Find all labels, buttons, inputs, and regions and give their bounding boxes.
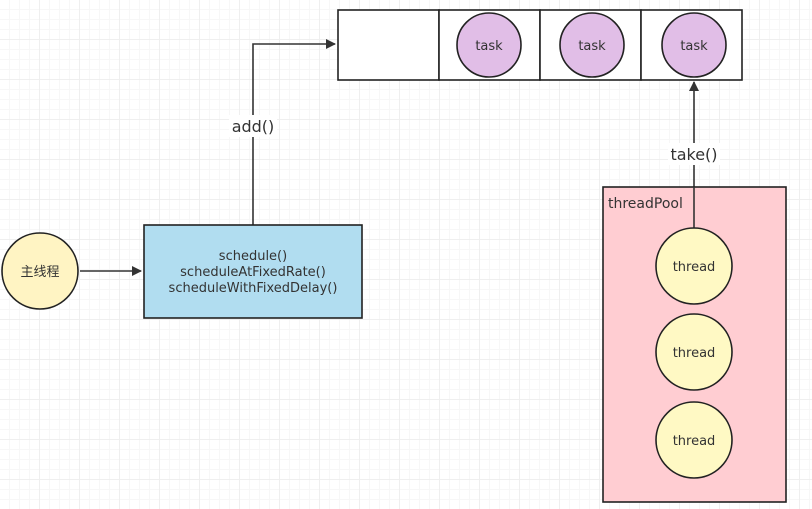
task-circle: [559, 12, 625, 78]
thread-circle: [655, 313, 733, 391]
task-label: task: [680, 39, 708, 54]
scheduler-method-schedule: schedule(): [219, 249, 287, 264]
add-edge-label: add(): [229, 115, 277, 137]
take-label: take(): [670, 145, 717, 164]
thread-label: thread: [673, 434, 716, 449]
thread-pool-title: threadPool: [608, 196, 683, 212]
thread-label: thread: [673, 346, 716, 361]
edge-scheduler-to-queue: [252, 39, 336, 225]
thread-pool: threadPool thread thread thread: [602, 186, 787, 503]
thread-label: thread: [673, 260, 716, 275]
main-thread-label: 主线程: [20, 265, 59, 280]
main-thread-node: 主线程: [1, 232, 79, 310]
scheduler-box: schedule() scheduleAtFixedRate() schedul…: [143, 224, 363, 319]
scheduler-method-fixed-rate: scheduleAtFixedRate(): [180, 265, 326, 280]
task-circle: [456, 12, 522, 78]
task-label: task: [475, 39, 503, 54]
scheduler-method-fixed-delay: scheduleWithFixedDelay(): [169, 281, 338, 296]
task-circle: [661, 12, 727, 78]
take-edge-label: take(): [668, 143, 720, 165]
queue-slot-empty: [337, 9, 440, 81]
add-label: add(): [232, 117, 275, 136]
thread-circle: [655, 401, 733, 479]
task-label: task: [578, 39, 606, 54]
task-queue: task task task: [337, 9, 743, 81]
scheduler-rect: [143, 224, 363, 319]
thread-circle: [655, 227, 733, 305]
main-thread-circle: [1, 232, 79, 310]
